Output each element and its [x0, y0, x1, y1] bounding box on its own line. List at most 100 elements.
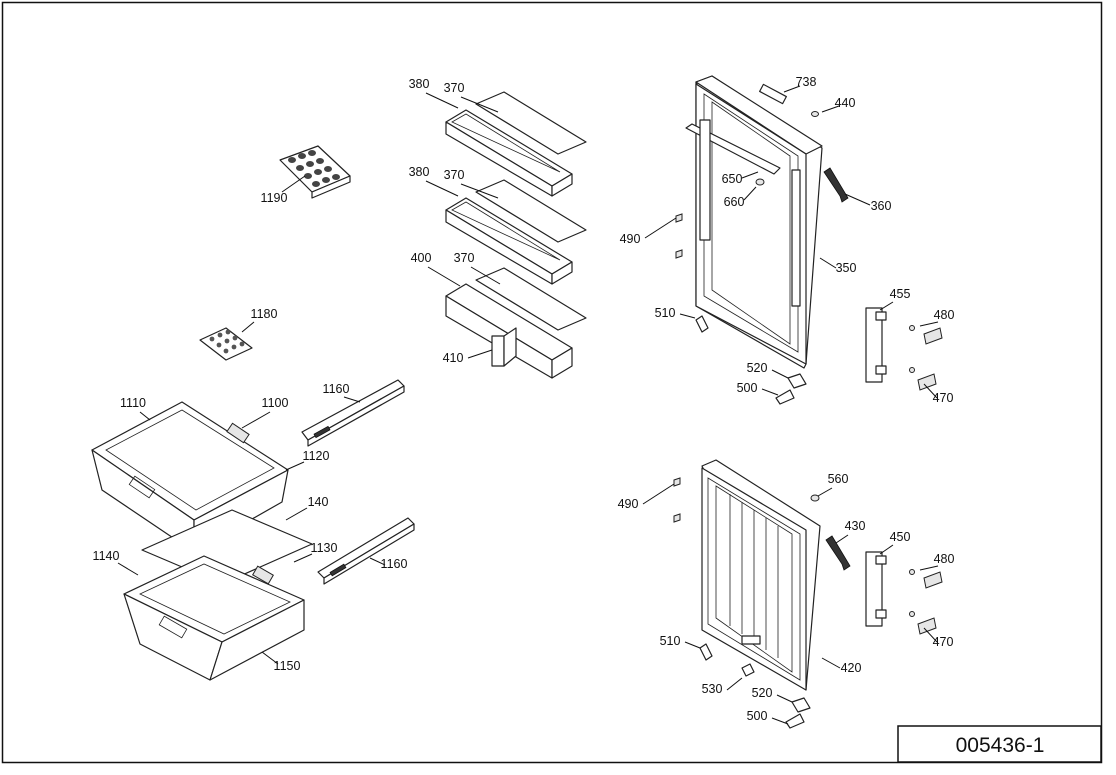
part-hinge-500b — [785, 713, 805, 729]
callout-label-c1190: 1190 — [261, 191, 288, 205]
callout-label-c410: 410 — [443, 351, 464, 365]
part-screw-490a-2 — [675, 249, 683, 259]
callout-label-c520a: 520 — [747, 361, 768, 375]
part-hinge-bar-lower — [825, 535, 851, 571]
part-lower-door — [701, 459, 821, 691]
part-handle-upper — [865, 307, 887, 383]
leader-line-c1160a — [343, 396, 361, 403]
leader-line-c530 — [726, 677, 743, 691]
drawing-number: 005436-1 — [956, 734, 1045, 757]
part-egg-tray-large — [279, 145, 351, 199]
callout-label-c510a: 510 — [655, 306, 676, 320]
leader-line-c400 — [427, 266, 461, 287]
leader-line-c650 — [741, 171, 759, 179]
leader-line-c1130 — [293, 553, 313, 563]
part-lower-drawer — [123, 555, 305, 681]
callout-label-c1110: 1110 — [120, 396, 146, 410]
part-upper-door — [685, 75, 823, 369]
part-hinge-510a — [695, 315, 709, 333]
leader-line-c510b — [684, 641, 701, 649]
leader-line-c370c — [470, 266, 501, 285]
leader-line-c430 — [835, 534, 849, 544]
part-screw-480a — [909, 325, 915, 331]
callout-label-c140: 140 — [308, 495, 329, 509]
callout-label-c470a: 470 — [933, 391, 954, 405]
part-block-530 — [741, 663, 755, 677]
leader-line-c510a — [679, 313, 696, 319]
callout-label-c1100: 1100 — [262, 396, 289, 410]
leader-line-c490b — [642, 483, 675, 505]
title-block: 005436-1 — [897, 725, 1102, 763]
callout-label-c380a: 380 — [409, 77, 430, 91]
part-screw-470a — [909, 367, 915, 373]
callout-label-c360: 360 — [871, 199, 892, 213]
callout-label-c480b: 480 — [934, 552, 955, 566]
leader-line-c1160b — [369, 557, 386, 566]
part-drawer-rail-upper — [301, 379, 405, 447]
leader-line-c370b — [460, 183, 499, 199]
leader-line-c470b — [923, 627, 938, 643]
leader-line-c500a — [761, 388, 779, 396]
callout-label-c500a: 500 — [737, 381, 758, 395]
callout-label-c430: 430 — [845, 519, 866, 533]
leader-line-c480b — [919, 565, 939, 571]
leader-line-c520b — [776, 694, 793, 703]
part-handle-lower — [865, 551, 887, 627]
callout-label-c530: 530 — [702, 682, 723, 696]
callout-label-c500b: 500 — [747, 709, 768, 723]
callout-label-c1150: 1150 — [274, 659, 301, 673]
leader-line-c500b — [771, 717, 789, 725]
part-hinge-cover — [759, 83, 787, 105]
callout-label-c650: 650 — [722, 172, 743, 186]
leader-line-c480a — [919, 321, 939, 327]
part-hinge-520a — [787, 373, 807, 389]
callout-label-c1160b: 1160 — [381, 557, 408, 571]
callout-label-c490b: 490 — [618, 497, 639, 511]
leader-line-c410 — [467, 349, 493, 359]
part-door-shelf-middle — [445, 179, 587, 285]
part-screw-490a-1 — [675, 213, 683, 223]
part-hinge-bar-upper — [823, 167, 849, 203]
callout-label-c450: 450 — [890, 530, 911, 544]
part-hinge-520b — [791, 697, 811, 713]
callout-label-c510b: 510 — [660, 634, 681, 648]
part-pin — [755, 178, 765, 186]
leader-line-c1190 — [281, 175, 306, 193]
callout-label-c560: 560 — [828, 472, 849, 486]
leader-line-c455 — [879, 301, 894, 311]
part-door-shelf-bottom — [445, 267, 587, 379]
drawing-frame — [1, 1, 1103, 764]
callout-label-c350: 350 — [836, 261, 857, 275]
callout-label-c480a: 480 — [934, 308, 955, 322]
part-hinge-500a — [775, 389, 795, 405]
part-screw-490b-1 — [673, 477, 681, 487]
leader-line-c560 — [817, 487, 833, 497]
callout-label-c1180: 1180 — [251, 307, 278, 321]
part-screw-cap — [811, 111, 819, 117]
part-screw-470b — [909, 611, 915, 617]
callout-label-c660: 660 — [724, 195, 745, 209]
callout-label-c1140: 1140 — [93, 549, 120, 563]
leader-line-c1120 — [285, 461, 305, 471]
leader-line-c370a — [460, 96, 499, 113]
leader-line-c470a — [923, 383, 938, 399]
leader-line-c360 — [844, 193, 871, 206]
callout-label-c420: 420 — [841, 661, 862, 675]
callout-label-c490a: 490 — [620, 232, 641, 246]
leader-line-c490a — [644, 217, 677, 239]
leader-line-c420 — [821, 657, 841, 669]
leader-line-c738 — [783, 85, 801, 93]
part-screw-490b-2 — [673, 513, 681, 523]
callout-label-c738: 738 — [796, 75, 817, 89]
part-drawer-rail-lower — [317, 517, 415, 585]
part-handle-cap-480b — [923, 571, 943, 589]
callout-label-c1160a: 1160 — [323, 382, 350, 396]
part-handle-cap-470b — [917, 617, 937, 635]
leader-line-c520a — [771, 369, 789, 379]
part-door-shelf-top — [445, 91, 587, 197]
part-lamp-560 — [810, 494, 820, 502]
callout-label-c380b: 380 — [409, 165, 430, 179]
leader-line-c1140 — [117, 562, 139, 576]
